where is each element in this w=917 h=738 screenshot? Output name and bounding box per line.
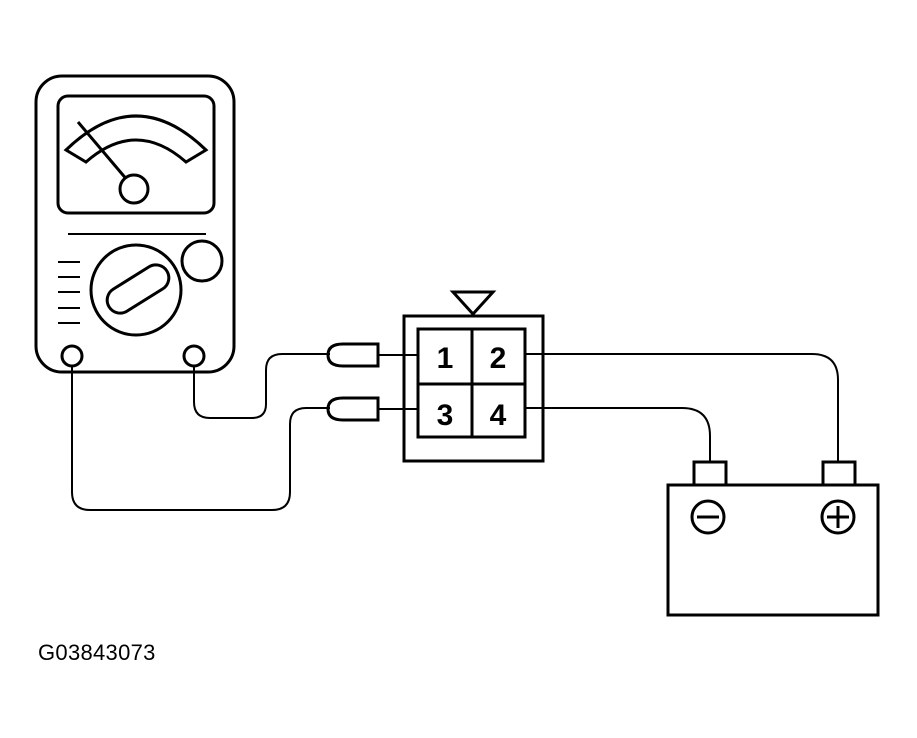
meter-needle [76,121,130,182]
range-marks [58,261,80,324]
probe-lower [326,396,418,422]
connector-key-triangle [449,290,497,317]
battery-case [666,483,880,617]
multimeter-body [34,74,236,374]
meter-scale-arc [63,114,209,164]
test-lead-lower [71,366,330,511]
meter-display [56,94,216,215]
probe-upper [326,342,418,368]
pin-2: 2 [490,342,507,375]
selector-pointer [105,263,171,315]
battery-negative-post [692,460,728,487]
battery-positive-symbol [820,499,856,535]
figure-id: G03843073 [38,640,156,665]
pin-3: 3 [437,399,454,432]
needle-pivot [118,173,150,205]
test-lead-upper [193,353,330,419]
zero-adjust-knob[interactable] [180,239,224,283]
connector: 1 2 3 4 [402,290,545,463]
battery [666,460,880,617]
multimeter [34,74,236,374]
selector-knob[interactable] [89,243,183,337]
probe-jack-right [182,344,206,368]
jumper-wire-pin4-negative [525,407,711,462]
pin-1: 1 [437,342,454,375]
probe-jack-left [60,344,84,368]
pin-4: 4 [490,399,507,432]
battery-positive-post [821,460,857,487]
jumper-wire-pin2-positive [525,353,839,462]
connector-housing [402,314,545,463]
battery-negative-symbol [690,499,726,535]
